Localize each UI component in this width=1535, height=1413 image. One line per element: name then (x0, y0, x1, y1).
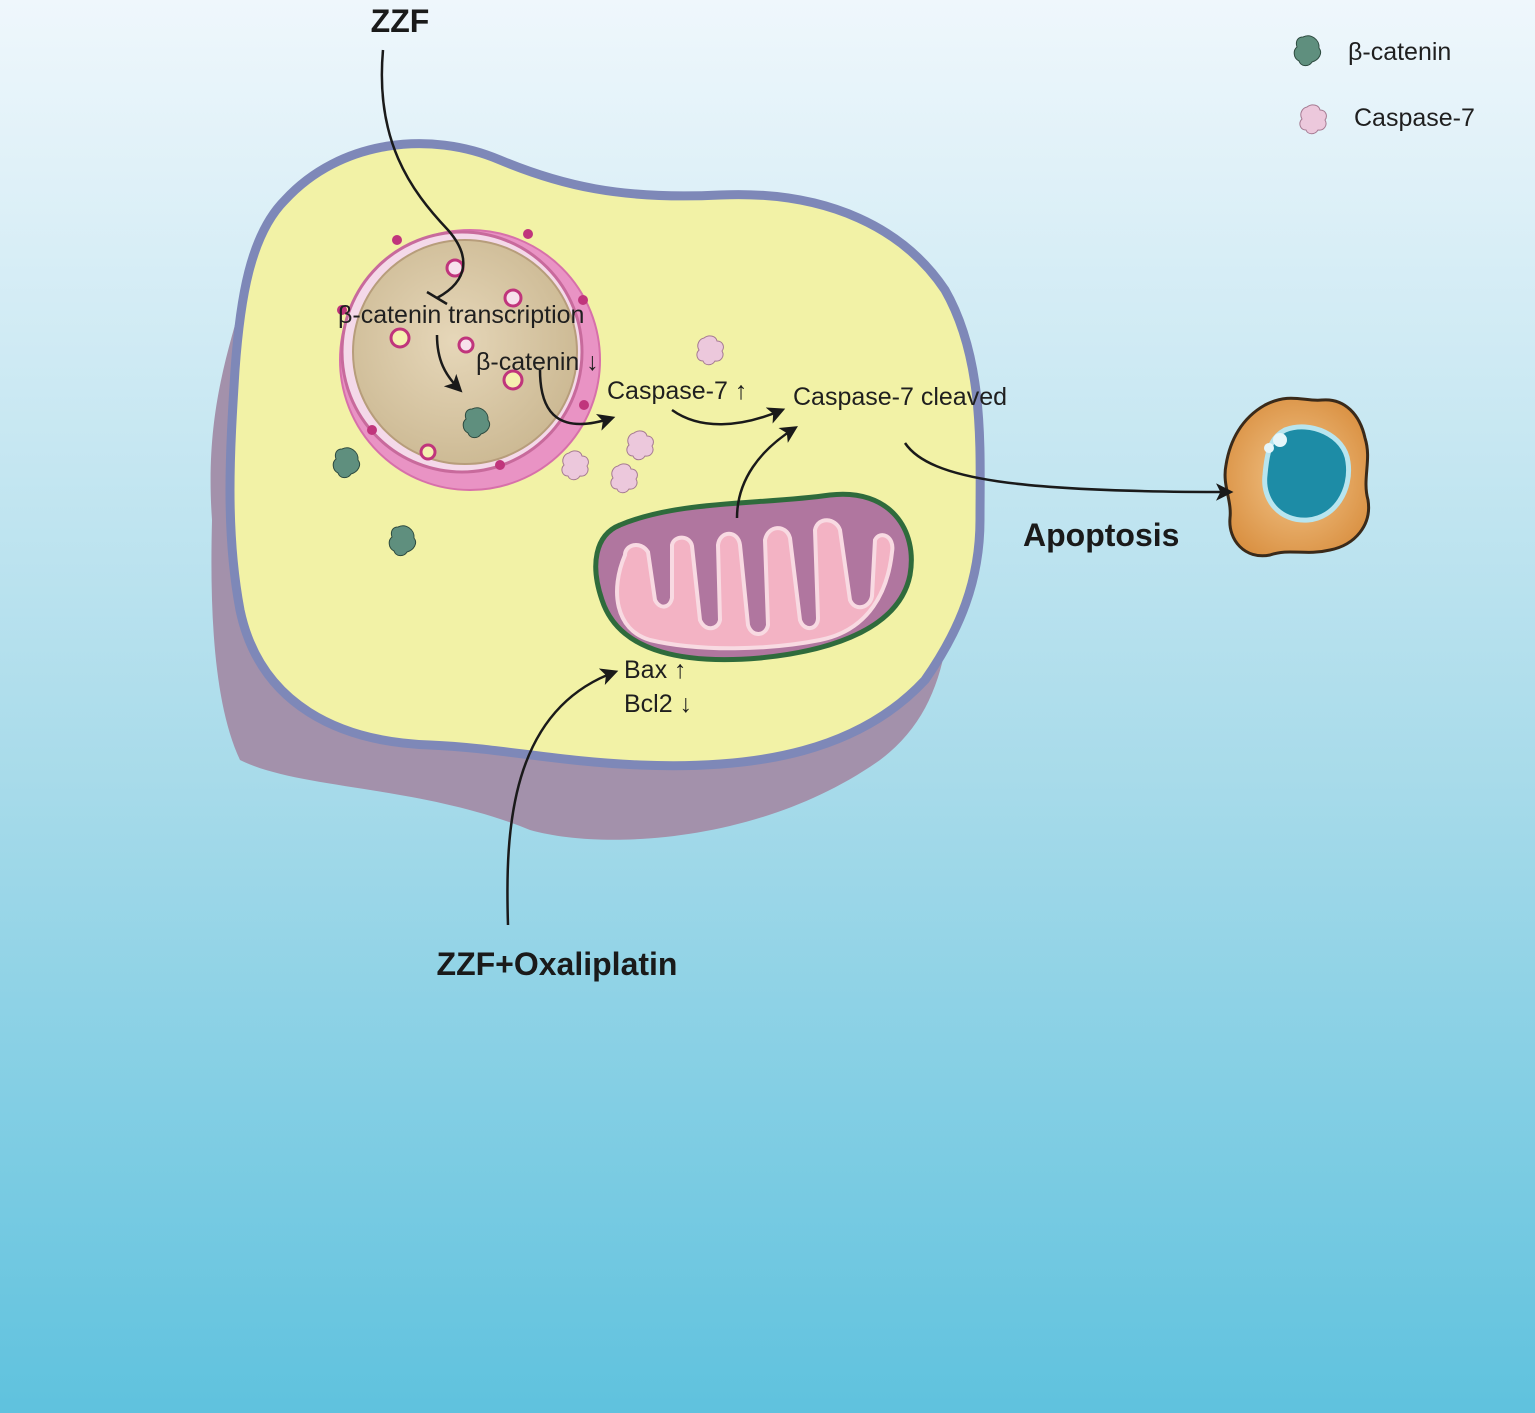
legend-caspase-7-icon (1299, 104, 1327, 135)
cleaved-to-apoptosis-arrow (903, 442, 1234, 501)
bax-label: Bax ↑ (624, 656, 687, 684)
apoptotic-bleb (1264, 443, 1274, 453)
legend: β-catenin Caspase-7 (1293, 35, 1475, 135)
combination-arrow (506, 668, 619, 926)
transcription-arrow (435, 334, 463, 393)
legend-caspase-7-label: Caspase-7 (1354, 104, 1475, 132)
apoptotic-bleb (1273, 433, 1287, 447)
transcription-label: β-catenin transcription (338, 301, 584, 329)
zzf-inhibition-line (380, 49, 465, 300)
inhibition-bar (426, 290, 448, 306)
mitochondrion (593, 491, 914, 663)
nuclear-vesicles (389, 258, 524, 461)
apoptotic-nucleus (1262, 424, 1352, 523)
mito-to-cleaved-arrow (735, 426, 798, 519)
bcl2-label: Bcl2 ↓ (624, 690, 692, 718)
legend-beta-catenin-icon (1293, 35, 1322, 67)
caspase-7-up-label: Caspase-7 ↑ (607, 377, 747, 405)
zzf-label: ZZF (371, 3, 430, 39)
legend-beta-catenin-label: β-catenin (1348, 38, 1451, 66)
apoptotic-cell (1223, 396, 1371, 558)
caspase-7-cleaved-label: Caspase-7 cleaved (793, 383, 1007, 411)
labels: ZZF β-catenin transcription β-catenin ↓ … (338, 3, 1179, 982)
beta-to-caspase-arrow (538, 369, 616, 431)
beta-catenin-down-label: β-catenin ↓ (476, 348, 599, 376)
caspase-cleavage-arrow (671, 407, 786, 426)
nuclear-pores (337, 229, 589, 470)
zzf-oxaliplatin-label: ZZF+Oxaliplatin (437, 946, 678, 982)
cell (210, 139, 985, 840)
nucleus (337, 229, 601, 491)
apoptosis-label: Apoptosis (1023, 517, 1179, 553)
mitochondrion-inner-membrane (615, 518, 895, 651)
arrows (380, 49, 1234, 926)
